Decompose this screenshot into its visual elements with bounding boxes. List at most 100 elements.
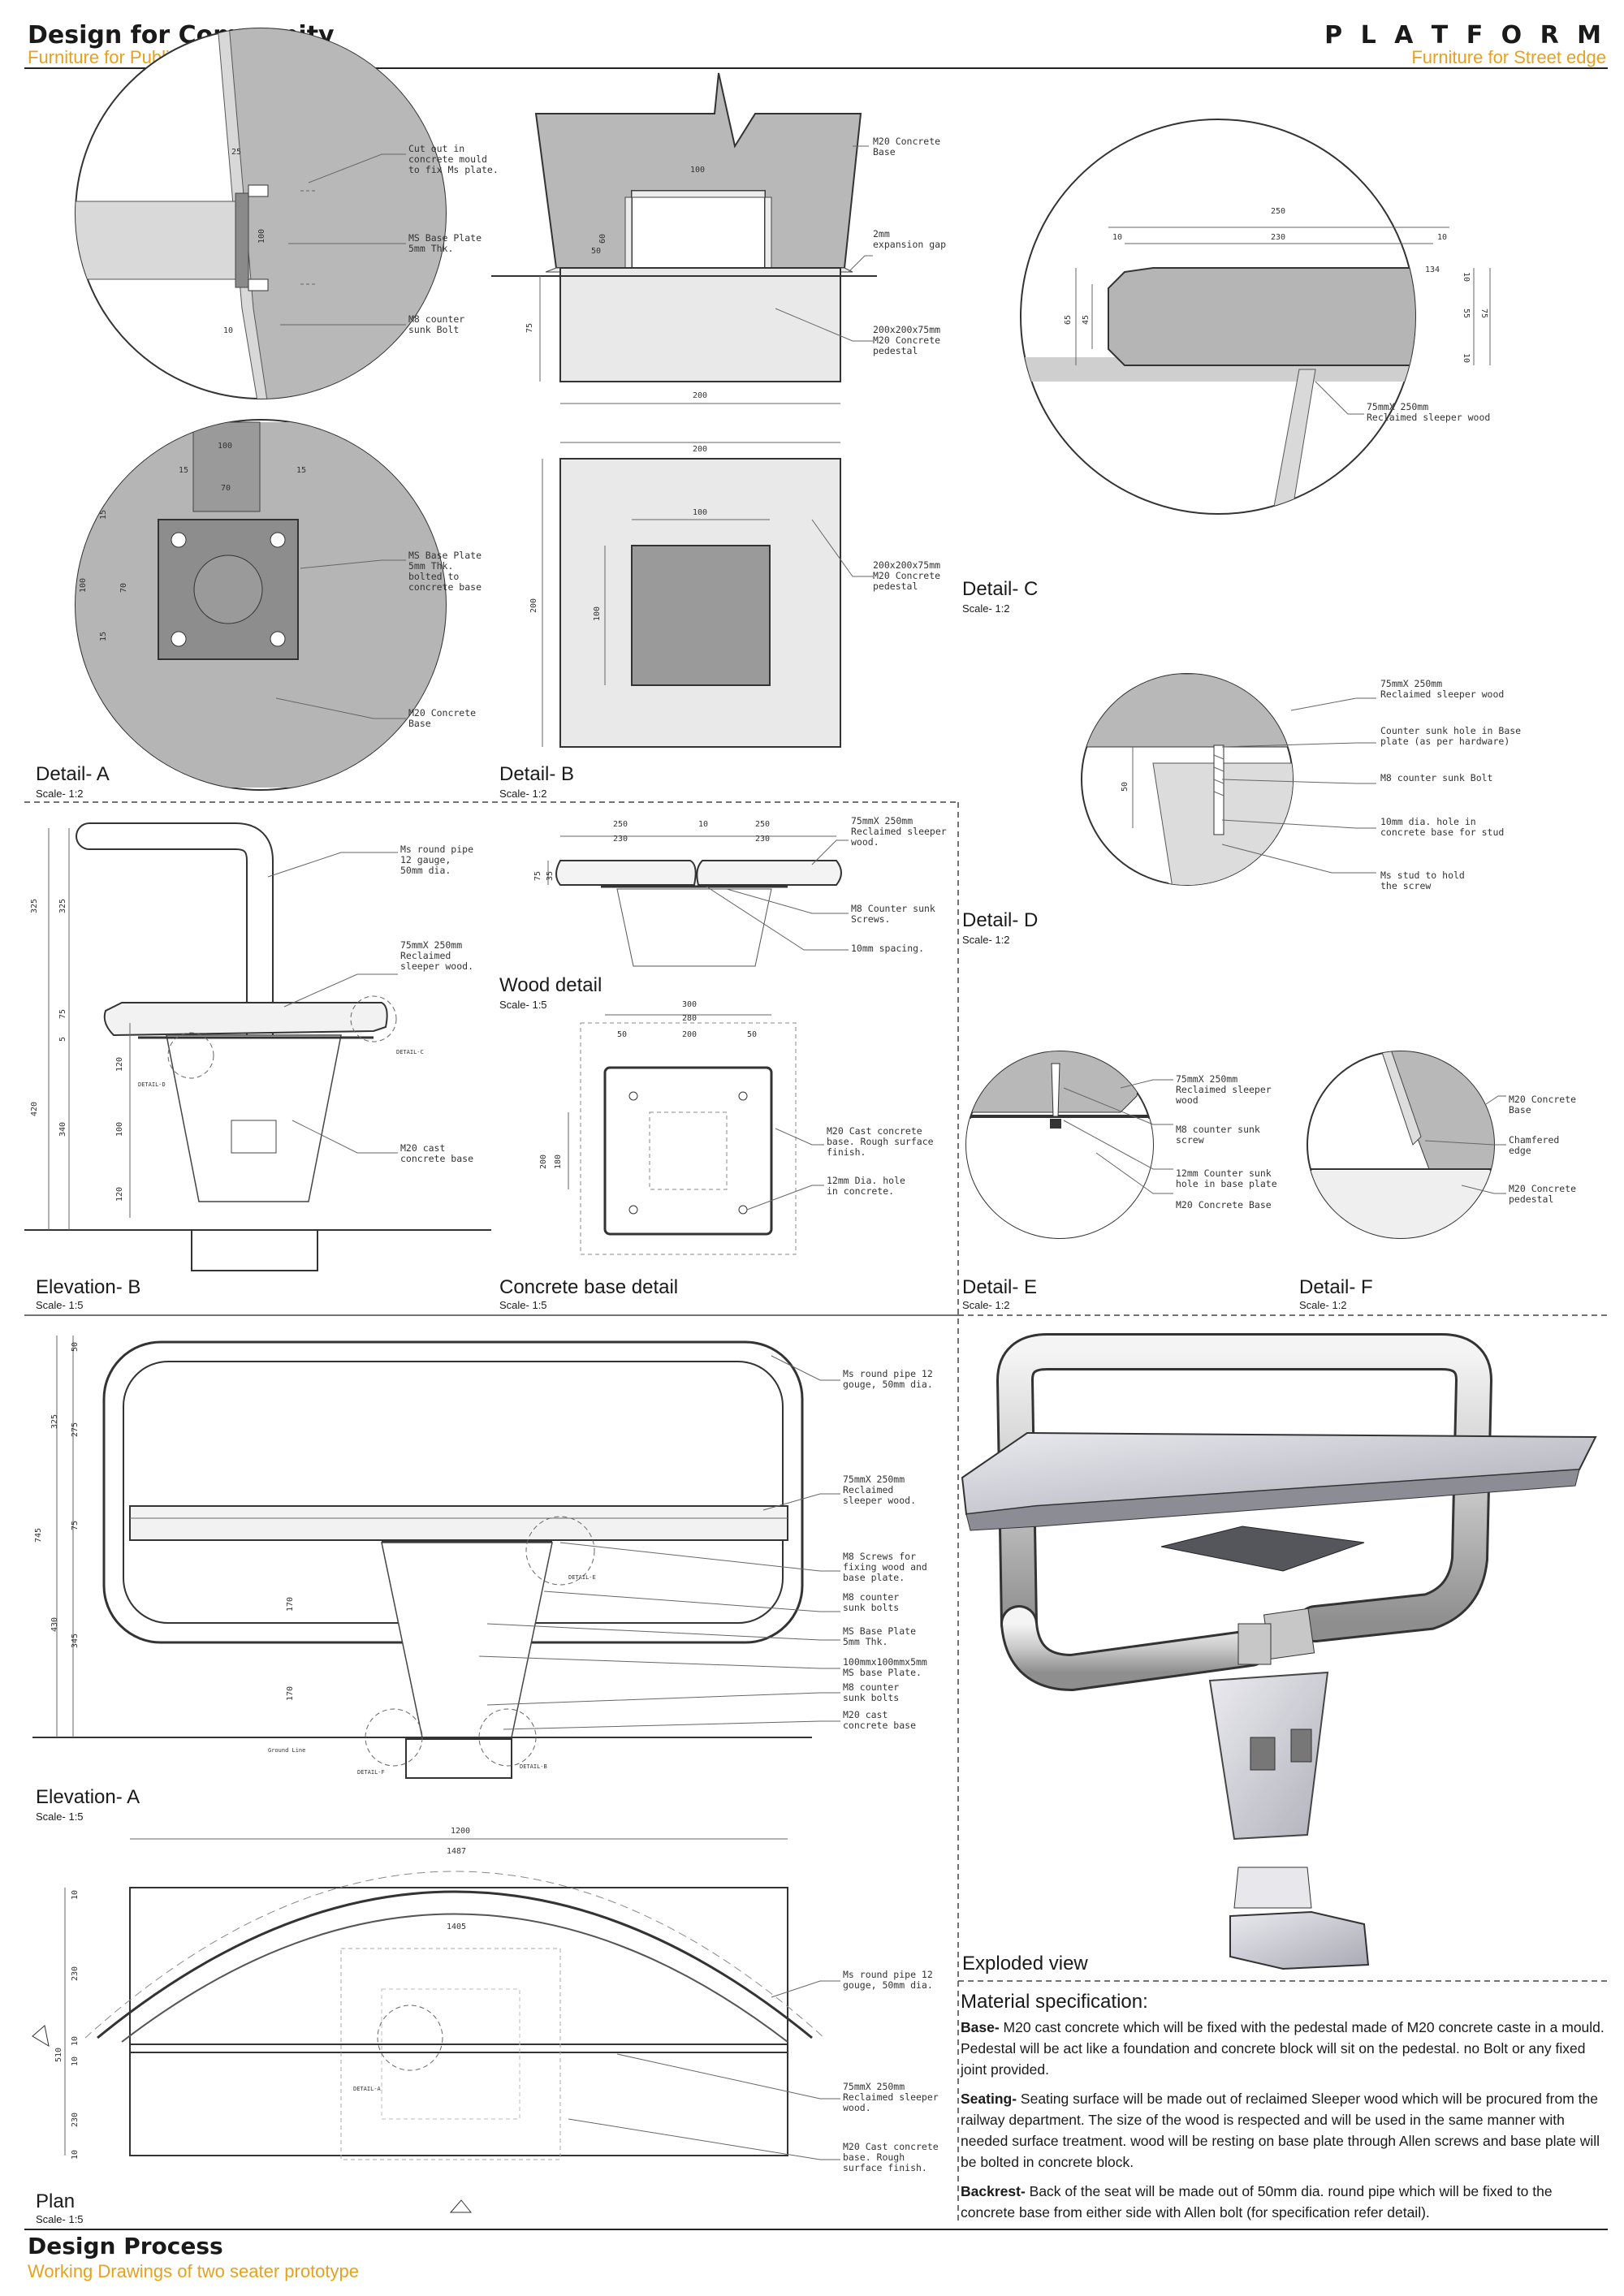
annotation-line: M20 Cast concrete: [827, 1125, 922, 1137]
detail-e-scale: Scale- 1:2: [962, 1299, 1010, 1311]
dim-b-8: 100: [593, 606, 602, 621]
dim-w-2: 250: [755, 820, 770, 829]
annotation-line: 12mm Dia. hole: [827, 1175, 905, 1186]
plan-label: Plan: [36, 2190, 76, 2212]
dim-b-2: 50: [591, 247, 601, 256]
dim-cb-2: 50: [617, 1030, 627, 1039]
tag-ground-line: Ground Line: [268, 1747, 305, 1754]
annotation-line: M20 cast: [843, 1709, 888, 1720]
annotation-line: base. Rough surface: [827, 1136, 934, 1147]
spec-backrest-label: Backrest-: [961, 2183, 1026, 2199]
dim-eb-2: 5: [58, 1037, 67, 1042]
annotation-line: wood.: [843, 2102, 871, 2113]
annotation-line: 75mmX 250mm: [843, 2081, 905, 2092]
dim-c-0: 250: [1271, 207, 1285, 216]
detail-a-scale: Scale- 1:2: [36, 788, 84, 800]
annotation-line: M20 Concrete: [1509, 1094, 1576, 1105]
dim-p-1: 1487: [447, 1847, 466, 1856]
annotation-line: pedestal: [873, 345, 918, 356]
annotation-line: 100mmx100mmx5mm: [843, 1656, 927, 1668]
dim-p-4: 230: [71, 1966, 80, 1981]
annotation-line: sleeper wood.: [400, 960, 473, 972]
tag-detail-b: DETAIL-B: [520, 1763, 547, 1770]
wood-detail-scale: Scale- 1:5: [499, 999, 547, 1011]
annotation-line: 75mmX 250mm: [400, 939, 462, 951]
footer-title: Design Process: [28, 2233, 223, 2259]
dim-ea-3: 745: [34, 1528, 43, 1543]
dim-eb-0: 325: [30, 899, 39, 913]
dim-a-8: 100: [79, 578, 88, 593]
dim-a-9: 70: [119, 583, 128, 593]
annotation-line: Cut out in: [408, 143, 464, 154]
detail-f: [1307, 1051, 1506, 1239]
annotation-line: 5mm Thk.: [843, 1636, 888, 1647]
annotation-line: Reclaimed sleeper wood: [1367, 412, 1490, 423]
dim-p-7: 10: [71, 2056, 80, 2066]
annotation-line: edge: [1509, 1145, 1531, 1156]
elevation-b: [24, 822, 491, 1271]
detail-f-scale: Scale- 1:2: [1299, 1299, 1347, 1311]
annotation-e4: M20 Concrete Base: [1176, 1199, 1272, 1211]
dim-b-5: 200: [693, 445, 707, 454]
wood-detail-label: Wood detail: [499, 974, 603, 996]
annotation-line: 50mm dia.: [400, 865, 451, 876]
detail-a-label: Detail- A: [36, 763, 110, 785]
dim-d-0: 50: [1121, 782, 1129, 792]
spec-backrest-text: Back of the seat will be made out of 50m…: [961, 2183, 1553, 2220]
spec-heading: Material specification:: [961, 1991, 1148, 2013]
dim-b-7: 200: [529, 598, 538, 613]
dim-ea-5: 430: [50, 1617, 59, 1632]
dim-c-8: 75: [1479, 309, 1488, 318]
spec-seating-label: Seating-: [961, 2091, 1017, 2107]
detail-c: [1020, 119, 1491, 515]
annotation-line: Ms round pipe: [400, 844, 473, 855]
annotation-line: 75mmX 250mm: [843, 1474, 905, 1485]
detail-b-scale: Scale- 1:2: [499, 788, 547, 800]
annotation-line: expansion gap: [873, 239, 946, 250]
annotation-line: 10mm dia. hole in: [1380, 816, 1476, 827]
dim-c-4: 65: [1064, 315, 1073, 325]
annotation-line: sleeper wood.: [843, 1495, 916, 1506]
annotation-line: base. Rough: [843, 2151, 905, 2163]
dim-c-6: 10: [1462, 272, 1471, 282]
annotation-line: M8 counter sunk: [1176, 1124, 1260, 1135]
annotation-line: base plate.: [843, 1572, 905, 1583]
annotation-line: 5mm Thk.: [408, 560, 453, 572]
concrete-base-detail: [568, 1014, 824, 1255]
dim-p-3: 10: [71, 1890, 80, 1900]
annotation-line: M20 cast: [400, 1142, 445, 1154]
plan-scale: Scale- 1:5: [36, 2213, 84, 2225]
annotation-line: M20 Concrete: [408, 707, 476, 719]
annotation-line: Reclaimed: [400, 950, 451, 961]
annotation-line: Base: [1509, 1104, 1531, 1116]
dim-w-3: 230: [613, 835, 628, 844]
elevation-a-scale: Scale- 1:5: [36, 1810, 84, 1823]
dim-ea-8: 170: [286, 1686, 295, 1701]
dim-p-2: 1405: [447, 1923, 466, 1931]
annotation-line: to fix Ms plate.: [408, 164, 499, 175]
dim-ea-1: 325: [50, 1414, 59, 1429]
annotation-line: Reclaimed sleeper: [851, 826, 947, 837]
detail-c-label: Detail- C: [962, 578, 1039, 600]
detail-c-scale: Scale- 1:2: [962, 602, 1010, 615]
dim-cb-5: 200: [539, 1154, 548, 1169]
dim-a-5: 15: [296, 466, 306, 475]
dim-a-1: 100: [257, 229, 266, 244]
annotation-line: M20 Concrete: [1509, 1183, 1576, 1194]
annotation-line: 75mmX 250mm: [851, 815, 913, 826]
